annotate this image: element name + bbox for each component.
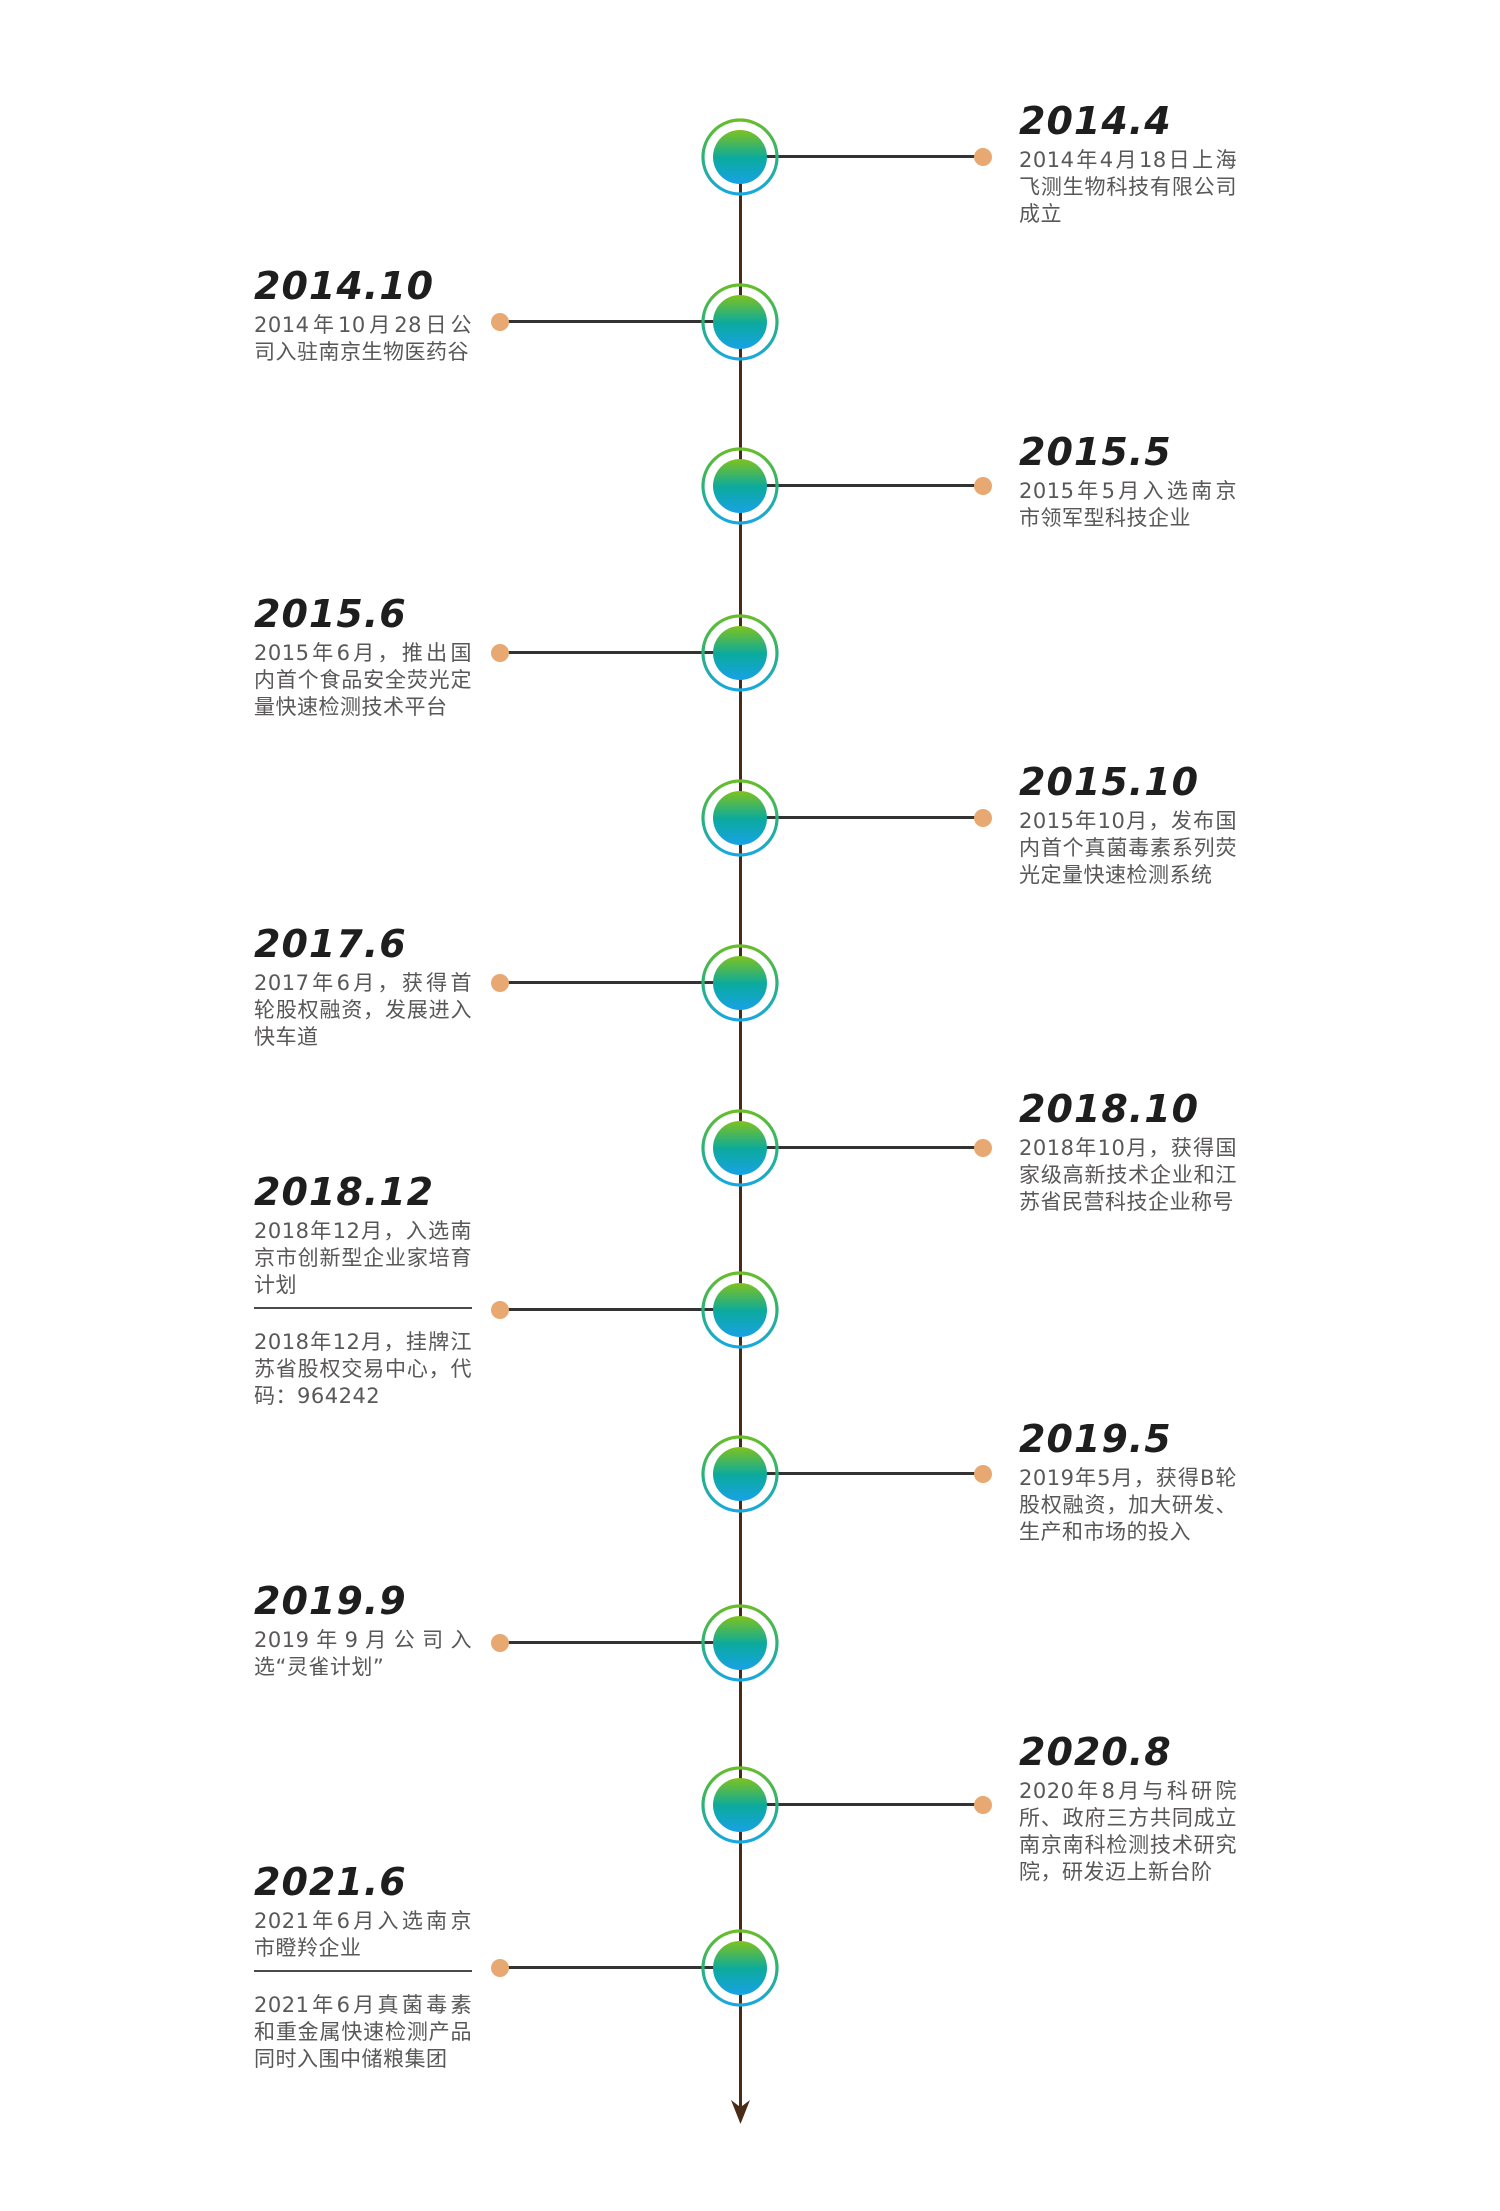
date-heading: 2019.9 xyxy=(254,1579,407,1623)
entry-divider xyxy=(254,1307,472,1309)
connector-line xyxy=(740,816,977,819)
entry-text: 2015年10月，发布国内首个真菌毒素系列荧光定量快速检测系统 xyxy=(1019,809,1237,887)
entry-text: 2014年4月18日上海飞测生物科技有限公司成立 xyxy=(1019,148,1237,226)
entry-text: 2017年6月，获得首轮股权融资，发展进入快车道 xyxy=(254,971,472,1049)
connector-dot xyxy=(974,1465,992,1483)
milestone-node-icon xyxy=(700,446,780,526)
connector-line xyxy=(740,484,977,487)
date-heading: 2015.10 xyxy=(1019,760,1200,804)
milestone-node-icon xyxy=(700,1270,780,1350)
milestone-node-icon xyxy=(700,1108,780,1188)
connector-dot xyxy=(974,1139,992,1157)
connector-line xyxy=(740,155,977,158)
connector-line xyxy=(500,320,740,323)
connector-line xyxy=(500,1641,740,1644)
date-heading: 2014.4 xyxy=(1019,99,1172,143)
milestone-node-icon xyxy=(700,613,780,693)
connector-line xyxy=(740,1472,977,1475)
timeline-entry-2014-10: 2014.10 2014年10月28日公司入驻南京生物医药谷 xyxy=(254,264,472,366)
entry-text: 2014年10月28日公司入驻南京生物医药谷 xyxy=(254,313,472,364)
entry-text: 2015年5月入选南京市领军型科技企业 xyxy=(1019,479,1237,530)
connector-dot xyxy=(491,974,509,992)
entry-text: 2018年10月，获得国家级高新技术企业和江苏省民营科技企业称号 xyxy=(1019,1136,1237,1214)
entry-text: 2018年12月，挂牌江苏省股权交易中心，代码：964242 xyxy=(254,1330,472,1408)
entry-text: 2019年9月公司入选“灵雀计划” xyxy=(254,1628,472,1679)
milestone-node-icon xyxy=(700,1928,780,2008)
timeline-entry-2014-4: 2014.4 2014年4月18日上海飞测生物科技有限公司成立 xyxy=(1019,99,1237,228)
entry-text: 2019年5月，获得B轮股权融资，加大研发、生产和市场的投入 xyxy=(1019,1466,1237,1544)
connector-dot xyxy=(974,809,992,827)
connector-dot xyxy=(491,313,509,331)
date-heading: 2018.10 xyxy=(1019,1087,1200,1131)
timeline-entry-2018-10: 2018.10 2018年10月，获得国家级高新技术企业和江苏省民营科技企业称号 xyxy=(1019,1087,1237,1216)
connector-line xyxy=(500,1308,740,1311)
connector-dot xyxy=(491,1634,509,1652)
timeline-entry-2015-5: 2015.5 2015年5月入选南京市领军型科技企业 xyxy=(1019,430,1237,532)
connector-dot xyxy=(491,1959,509,1977)
date-heading: 2021.6 xyxy=(254,1860,407,1904)
milestone-node-icon xyxy=(700,1434,780,1514)
timeline-entry-2015-6: 2015.6 2015年6月，推出国内首个食品安全荧光定量快速检测技术平台 xyxy=(254,592,472,721)
milestone-node-icon xyxy=(700,117,780,197)
date-heading: 2015.6 xyxy=(254,592,407,636)
connector-line xyxy=(500,981,740,984)
date-heading: 2015.5 xyxy=(1019,430,1172,474)
date-heading: 2017.6 xyxy=(254,922,407,966)
connector-line xyxy=(500,651,740,654)
timeline-entry-2019-5: 2019.5 2019年5月，获得B轮股权融资，加大研发、生产和市场的投入 xyxy=(1019,1417,1237,1546)
timeline-entry-2019-9: 2019.9 2019年9月公司入选“灵雀计划” xyxy=(254,1579,472,1681)
date-heading: 2014.10 xyxy=(254,264,435,308)
milestone-node-icon xyxy=(700,1603,780,1683)
milestone-node-icon xyxy=(700,1765,780,1845)
connector-dot xyxy=(974,1796,992,1814)
timeline-entry-2021-6: 2021.6 2021年6月入选南京市瞪羚企业 2021年6月真菌毒素和重金属快… xyxy=(254,1860,472,2073)
milestone-node-icon xyxy=(700,282,780,362)
date-heading: 2018.12 xyxy=(254,1170,435,1214)
entry-text: 2020年8月与科研院所、政府三方共同成立南京南科检测技术研究院，研发迈上新台阶 xyxy=(1019,1779,1237,1884)
connector-dot xyxy=(974,477,992,495)
connector-line xyxy=(740,1146,977,1149)
connector-line xyxy=(500,1966,740,1969)
connector-dot xyxy=(491,644,509,662)
date-heading: 2020.8 xyxy=(1019,1730,1172,1774)
entry-text: 2015年6月，推出国内首个食品安全荧光定量快速检测技术平台 xyxy=(254,641,472,719)
date-heading: 2019.5 xyxy=(1019,1417,1172,1461)
entry-text: 2021年6月真菌毒素和重金属快速检测产品同时入围中储粮集团 xyxy=(254,1993,472,2071)
connector-dot xyxy=(974,148,992,166)
timeline-entry-2015-10: 2015.10 2015年10月，发布国内首个真菌毒素系列荧光定量快速检测系统 xyxy=(1019,760,1237,889)
entry-text: 2018年12月，入选南京市创新型企业家培育计划 xyxy=(254,1219,472,1297)
entry-divider xyxy=(254,1970,472,1972)
entry-text: 2021年6月入选南京市瞪羚企业 xyxy=(254,1909,472,1960)
timeline-entry-2020-8: 2020.8 2020年8月与科研院所、政府三方共同成立南京南科检测技术研究院，… xyxy=(1019,1730,1237,1886)
milestone-node-icon xyxy=(700,943,780,1023)
timeline-entry-2018-12: 2018.12 2018年12月，入选南京市创新型企业家培育计划 2018年12… xyxy=(254,1170,472,1410)
milestone-node-icon xyxy=(700,778,780,858)
connector-line xyxy=(740,1803,977,1806)
timeline-entry-2017-6: 2017.6 2017年6月，获得首轮股权融资，发展进入快车道 xyxy=(254,922,472,1051)
connector-dot xyxy=(491,1301,509,1319)
